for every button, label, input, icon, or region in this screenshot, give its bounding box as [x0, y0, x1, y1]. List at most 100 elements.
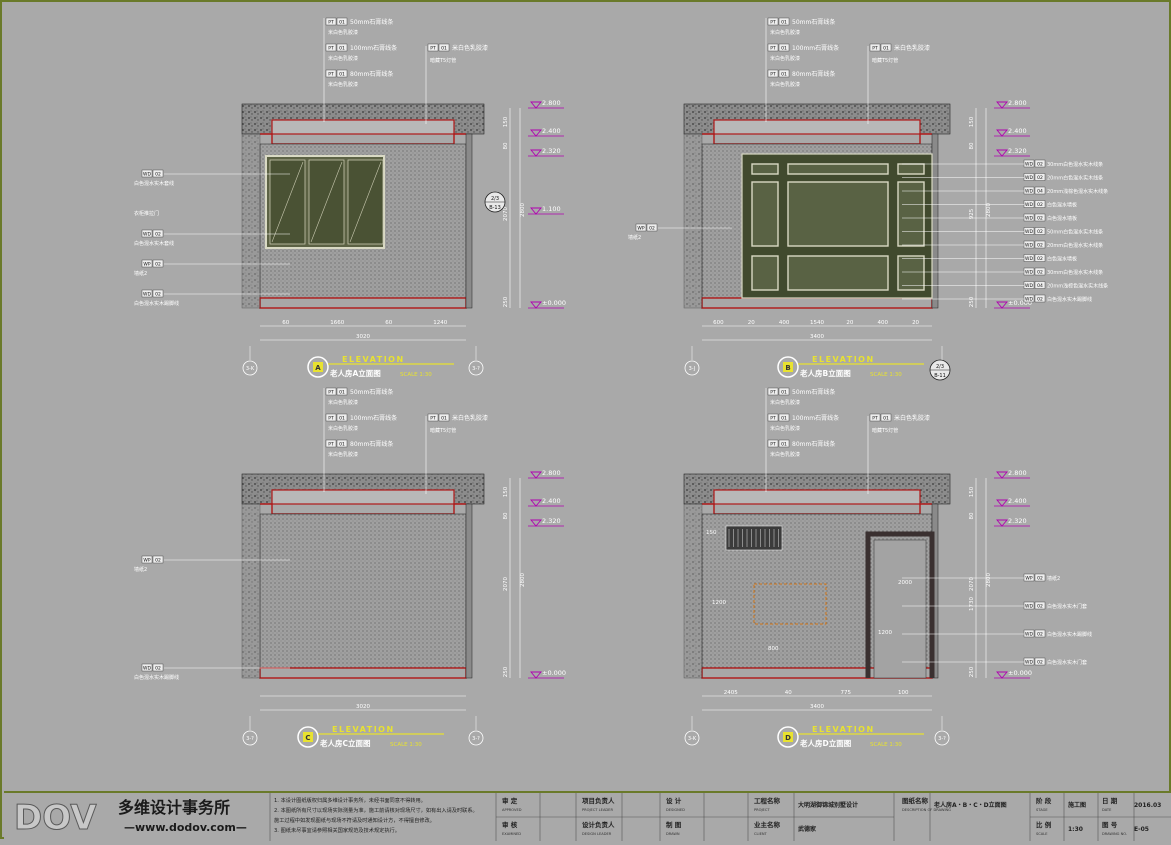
tag-text: 20mm浅棕色混水实木线条: [1047, 283, 1108, 290]
company-website: —www.dodov.com—: [124, 821, 247, 834]
elevation-scale: SCALE 1:30: [390, 742, 422, 748]
vertical-dimension: 2800: [986, 203, 992, 217]
tag-code: WD: [1025, 216, 1033, 222]
bottom-dimension: 20: [748, 320, 755, 326]
tag-code-box: [1023, 573, 1035, 582]
level-triangle: [530, 301, 542, 309]
tag-code-box: [141, 229, 153, 238]
bottom-dimension: 60: [385, 320, 392, 326]
tag-code-box: [325, 69, 337, 78]
tag-text: 20mm白色混水实木线条: [1047, 175, 1103, 182]
total-width: 3020: [356, 334, 370, 340]
tag-code: WD: [1025, 632, 1033, 638]
inner-dimension: 2000: [898, 580, 912, 586]
tag-text: 100mm石膏线条: [350, 44, 397, 52]
tag-num: 02: [649, 226, 655, 232]
tag-text: 衣柜推拉门: [134, 210, 159, 217]
title-cell-value: 2016.03: [1134, 802, 1161, 809]
level-value: 2.320: [542, 517, 561, 525]
tag-num-box: [1034, 281, 1046, 289]
tag-num-box: [880, 413, 892, 422]
ceiling-cove: [713, 119, 921, 135]
elevation-badge-fill: [783, 732, 793, 742]
tag-text: 米白色乳胶漆: [328, 81, 358, 88]
level-triangle: [530, 149, 542, 157]
tag-code-box: [767, 17, 779, 26]
tag-num-box: [336, 413, 348, 422]
right-wall-section: [465, 133, 473, 309]
level-triangle: [996, 149, 1008, 157]
tag-code: WD: [1025, 604, 1033, 610]
tag-code: WD: [143, 232, 151, 238]
tag-code-box: [1023, 173, 1035, 181]
tag-code: WD: [1025, 229, 1033, 235]
tag-text: 米白色乳胶漆: [328, 451, 358, 458]
vertical-dimension: 2070: [969, 577, 975, 591]
tag-code: WD: [1025, 256, 1033, 262]
tag-text: 20mm白色混水实木线条: [1047, 242, 1103, 249]
tag-num: 01: [781, 390, 787, 396]
tag-code-box: [325, 439, 337, 448]
title-cell-label: 图纸名称: [902, 796, 929, 805]
elevation-badge: [297, 726, 319, 748]
tag-text: 白色混水实木门套: [1047, 659, 1087, 666]
tag-code-box: [1023, 200, 1035, 208]
tag-num-box: [1034, 657, 1046, 666]
title-cell-sub: DATE: [1102, 808, 1112, 812]
tag-num: 01: [781, 442, 787, 448]
tag-num: 02: [155, 558, 161, 564]
vertical-dimension: 2070: [503, 577, 509, 591]
tag-code-box: [141, 169, 153, 178]
inner-dimension: 150: [706, 530, 717, 536]
ceiling-cove: [271, 119, 455, 135]
grid-label: 3-K: [246, 366, 255, 372]
company-logo: DOV: [14, 798, 97, 838]
tag-code: WP: [637, 226, 644, 232]
elevation-badge-fill: [783, 362, 793, 372]
tag-num-box: [1034, 173, 1046, 181]
level-triangle: [996, 129, 1008, 137]
level-triangle: [996, 519, 1008, 527]
tag-num: 01: [441, 416, 447, 422]
tag-code-box: [767, 43, 779, 52]
tag-num-box: [152, 259, 164, 268]
title-cell-sub: DESCRIPTION OF DRAWING: [902, 808, 951, 812]
vertical-dimension: 150: [503, 116, 509, 127]
tag-text: 墙纸2: [628, 234, 641, 241]
tag-num-box: [1034, 227, 1046, 235]
tag-num: 02: [1037, 576, 1043, 582]
vertical-dimension: 250: [503, 666, 509, 677]
tag-code: PT: [328, 72, 334, 78]
tag-text: 暗藏T5灯管: [872, 427, 898, 434]
tag-code-box: [1023, 629, 1035, 638]
tag-code-box: [635, 223, 647, 232]
tag-num-box: [880, 43, 892, 52]
tag-code-box: [767, 413, 779, 422]
tag-num-box: [152, 229, 164, 238]
tag-code: PT: [328, 46, 334, 52]
tag-text: 白色混水墙板: [1047, 256, 1077, 263]
title-cell-sub: DRAWN: [666, 832, 680, 836]
elevation-title: 老人房B立面图: [799, 368, 851, 378]
tag-code-box: [1023, 227, 1035, 235]
inner-dimension: 800: [768, 646, 779, 652]
tag-code-box: [1023, 267, 1035, 276]
total-width: 3400: [810, 334, 824, 340]
vertical-dimension: 80: [969, 142, 975, 149]
level-triangle: [530, 129, 542, 137]
title-cell-value: 1:30: [1068, 826, 1083, 833]
tag-text: 米白色乳胶漆: [894, 414, 930, 422]
elevation-badge: [307, 356, 329, 378]
tag-code: WD: [1025, 270, 1033, 276]
tag-code: PT: [328, 20, 334, 26]
level-value: ±0.000: [1008, 299, 1032, 307]
tag-text: 白色混水实木踢脚线: [134, 674, 179, 681]
bottom-dimension: 20: [846, 320, 853, 326]
bottom-dimension: 1240: [433, 320, 447, 326]
tag-num: 01: [339, 442, 345, 448]
tag-code: WD: [1025, 202, 1033, 208]
vertical-dimension: 925: [969, 208, 975, 219]
tag-num: 02: [155, 262, 161, 268]
tag-num-box: [152, 663, 164, 672]
